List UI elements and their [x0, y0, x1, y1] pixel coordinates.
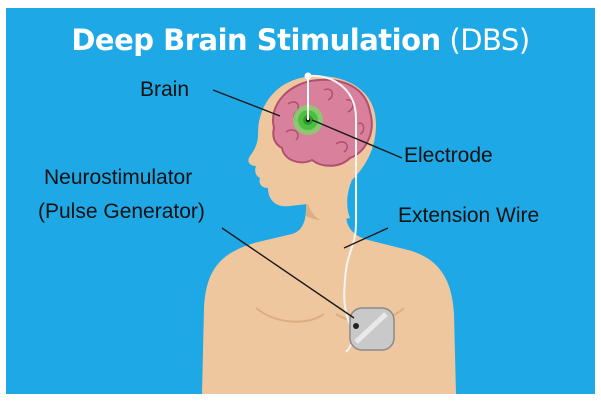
label-pulse-generator: (Pulse Generator): [38, 200, 205, 223]
dbs-diagram: Brain Electrode Neurostimulator (Pulse G…: [6, 8, 595, 394]
title-abbreviation: (DBS): [449, 23, 529, 57]
neurostimulator-device: [350, 308, 394, 350]
label-extension-wire: Extension Wire: [398, 204, 539, 227]
page-title: Deep Brain Stimulation (DBS): [6, 22, 595, 58]
dbs-illustration: Brain Electrode Neurostimulator (Pulse G…: [6, 8, 595, 394]
label-brain: Brain: [140, 78, 189, 101]
label-electrode: Electrode: [404, 144, 493, 167]
title-main: Deep Brain Stimulation: [71, 23, 440, 57]
label-neurostimulator: Neurostimulator: [44, 166, 192, 189]
